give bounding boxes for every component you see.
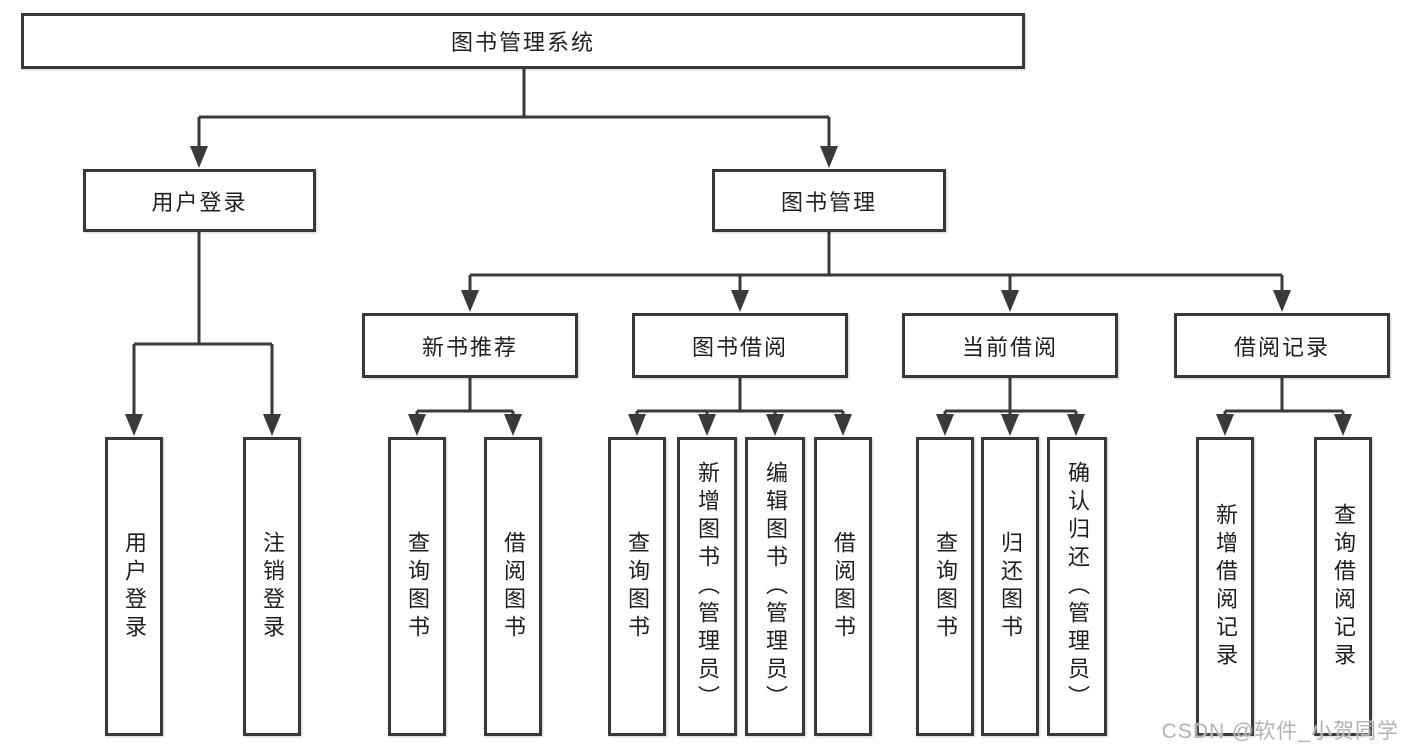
- node-current-borrow: 当前借阅: [902, 313, 1118, 378]
- leaf-add-borrow-record: 新增借阅记录: [1196, 437, 1254, 736]
- leaf-return-book: 归还图书: [981, 437, 1039, 736]
- node-book-borrow: 图书借阅: [632, 313, 848, 378]
- arrowheads-current-borrow-children: [936, 414, 1085, 436]
- leaf-borrow-book-under-recommend-label: 借阅图书: [501, 530, 526, 643]
- leaf-borrow-book-under-borrow: 借阅图书: [814, 437, 872, 736]
- connector-root-to-level2: [197, 69, 831, 150]
- connector-new-book-rec-children: [415, 378, 515, 418]
- node-current-borrow-label: 当前借阅: [961, 334, 1058, 360]
- leaf-logout: 注销登录: [243, 437, 301, 736]
- connector-book-mgmt-to-level3: [468, 232, 1284, 294]
- leaf-logout-label: 注销登录: [260, 530, 285, 643]
- connector-borrow-records-children: [1223, 378, 1345, 418]
- arrowheads-level2: [190, 146, 838, 168]
- csdn-watermark: CSDN @软件_小贺同学: [1161, 720, 1399, 743]
- node-user-login: 用户登录: [83, 169, 316, 232]
- leaf-edit-book-admin-label: 编辑图书（管理员）: [763, 460, 788, 713]
- node-root-system: 图书管理系统: [21, 13, 1025, 69]
- node-borrow-records-label: 借阅记录: [1233, 334, 1330, 360]
- leaf-query-book-under-recommend: 查询图书: [388, 437, 446, 736]
- leaf-query-book-under-borrow-label: 查询图书: [625, 530, 650, 643]
- connector-current-borrow-children: [943, 378, 1078, 418]
- node-new-book-recommend: 新书推荐: [362, 313, 578, 378]
- leaf-user-login-label: 用户登录: [122, 530, 147, 643]
- leaf-add-borrow-record-label: 新增借阅记录: [1213, 502, 1238, 671]
- node-book-management-label: 图书管理: [780, 189, 877, 215]
- leaf-user-login: 用户登录: [105, 437, 163, 736]
- node-root-system-label: 图书管理系统: [450, 30, 595, 55]
- arrowheads-book-borrow-children: [628, 414, 852, 436]
- connector-user-login-children: [132, 232, 274, 418]
- arrowheads-new-book-rec-children: [408, 414, 522, 436]
- leaf-confirm-return-admin-label: 确认归还（管理员）: [1065, 460, 1090, 713]
- node-book-management: 图书管理: [712, 169, 946, 232]
- leaf-query-book-under-current: 查询图书: [916, 437, 974, 736]
- leaf-query-book-under-recommend-label: 查询图书: [405, 530, 430, 643]
- arrowheads-user-login-children: [125, 414, 281, 436]
- node-book-borrow-label: 图书借阅: [691, 334, 788, 360]
- leaf-add-book-admin: 新增图书（管理员）: [677, 437, 737, 736]
- leaf-return-book-label: 归还图书: [998, 530, 1023, 643]
- leaf-query-borrow-record: 查询借阅记录: [1314, 437, 1372, 736]
- node-user-login-label: 用户登录: [151, 189, 248, 215]
- node-borrow-records: 借阅记录: [1174, 313, 1390, 378]
- leaf-borrow-book-under-recommend: 借阅图书: [484, 437, 542, 736]
- leaf-borrow-book-under-borrow-label: 借阅图书: [831, 530, 856, 643]
- leaf-add-book-admin-label: 新增图书（管理员）: [695, 460, 720, 713]
- leaf-query-book-under-current-label: 查询图书: [933, 530, 958, 643]
- leaf-edit-book-admin: 编辑图书（管理员）: [745, 437, 805, 736]
- connector-book-borrow-children: [635, 378, 845, 418]
- arrowheads-level3: [461, 290, 1291, 312]
- node-new-book-recommend-label: 新书推荐: [421, 334, 518, 360]
- leaf-confirm-return-admin: 确认归还（管理员）: [1047, 437, 1107, 736]
- leaf-query-book-under-borrow: 查询图书: [608, 437, 666, 736]
- arrowheads-borrow-records-children: [1216, 414, 1352, 436]
- leaf-query-borrow-record-label: 查询借阅记录: [1331, 502, 1356, 671]
